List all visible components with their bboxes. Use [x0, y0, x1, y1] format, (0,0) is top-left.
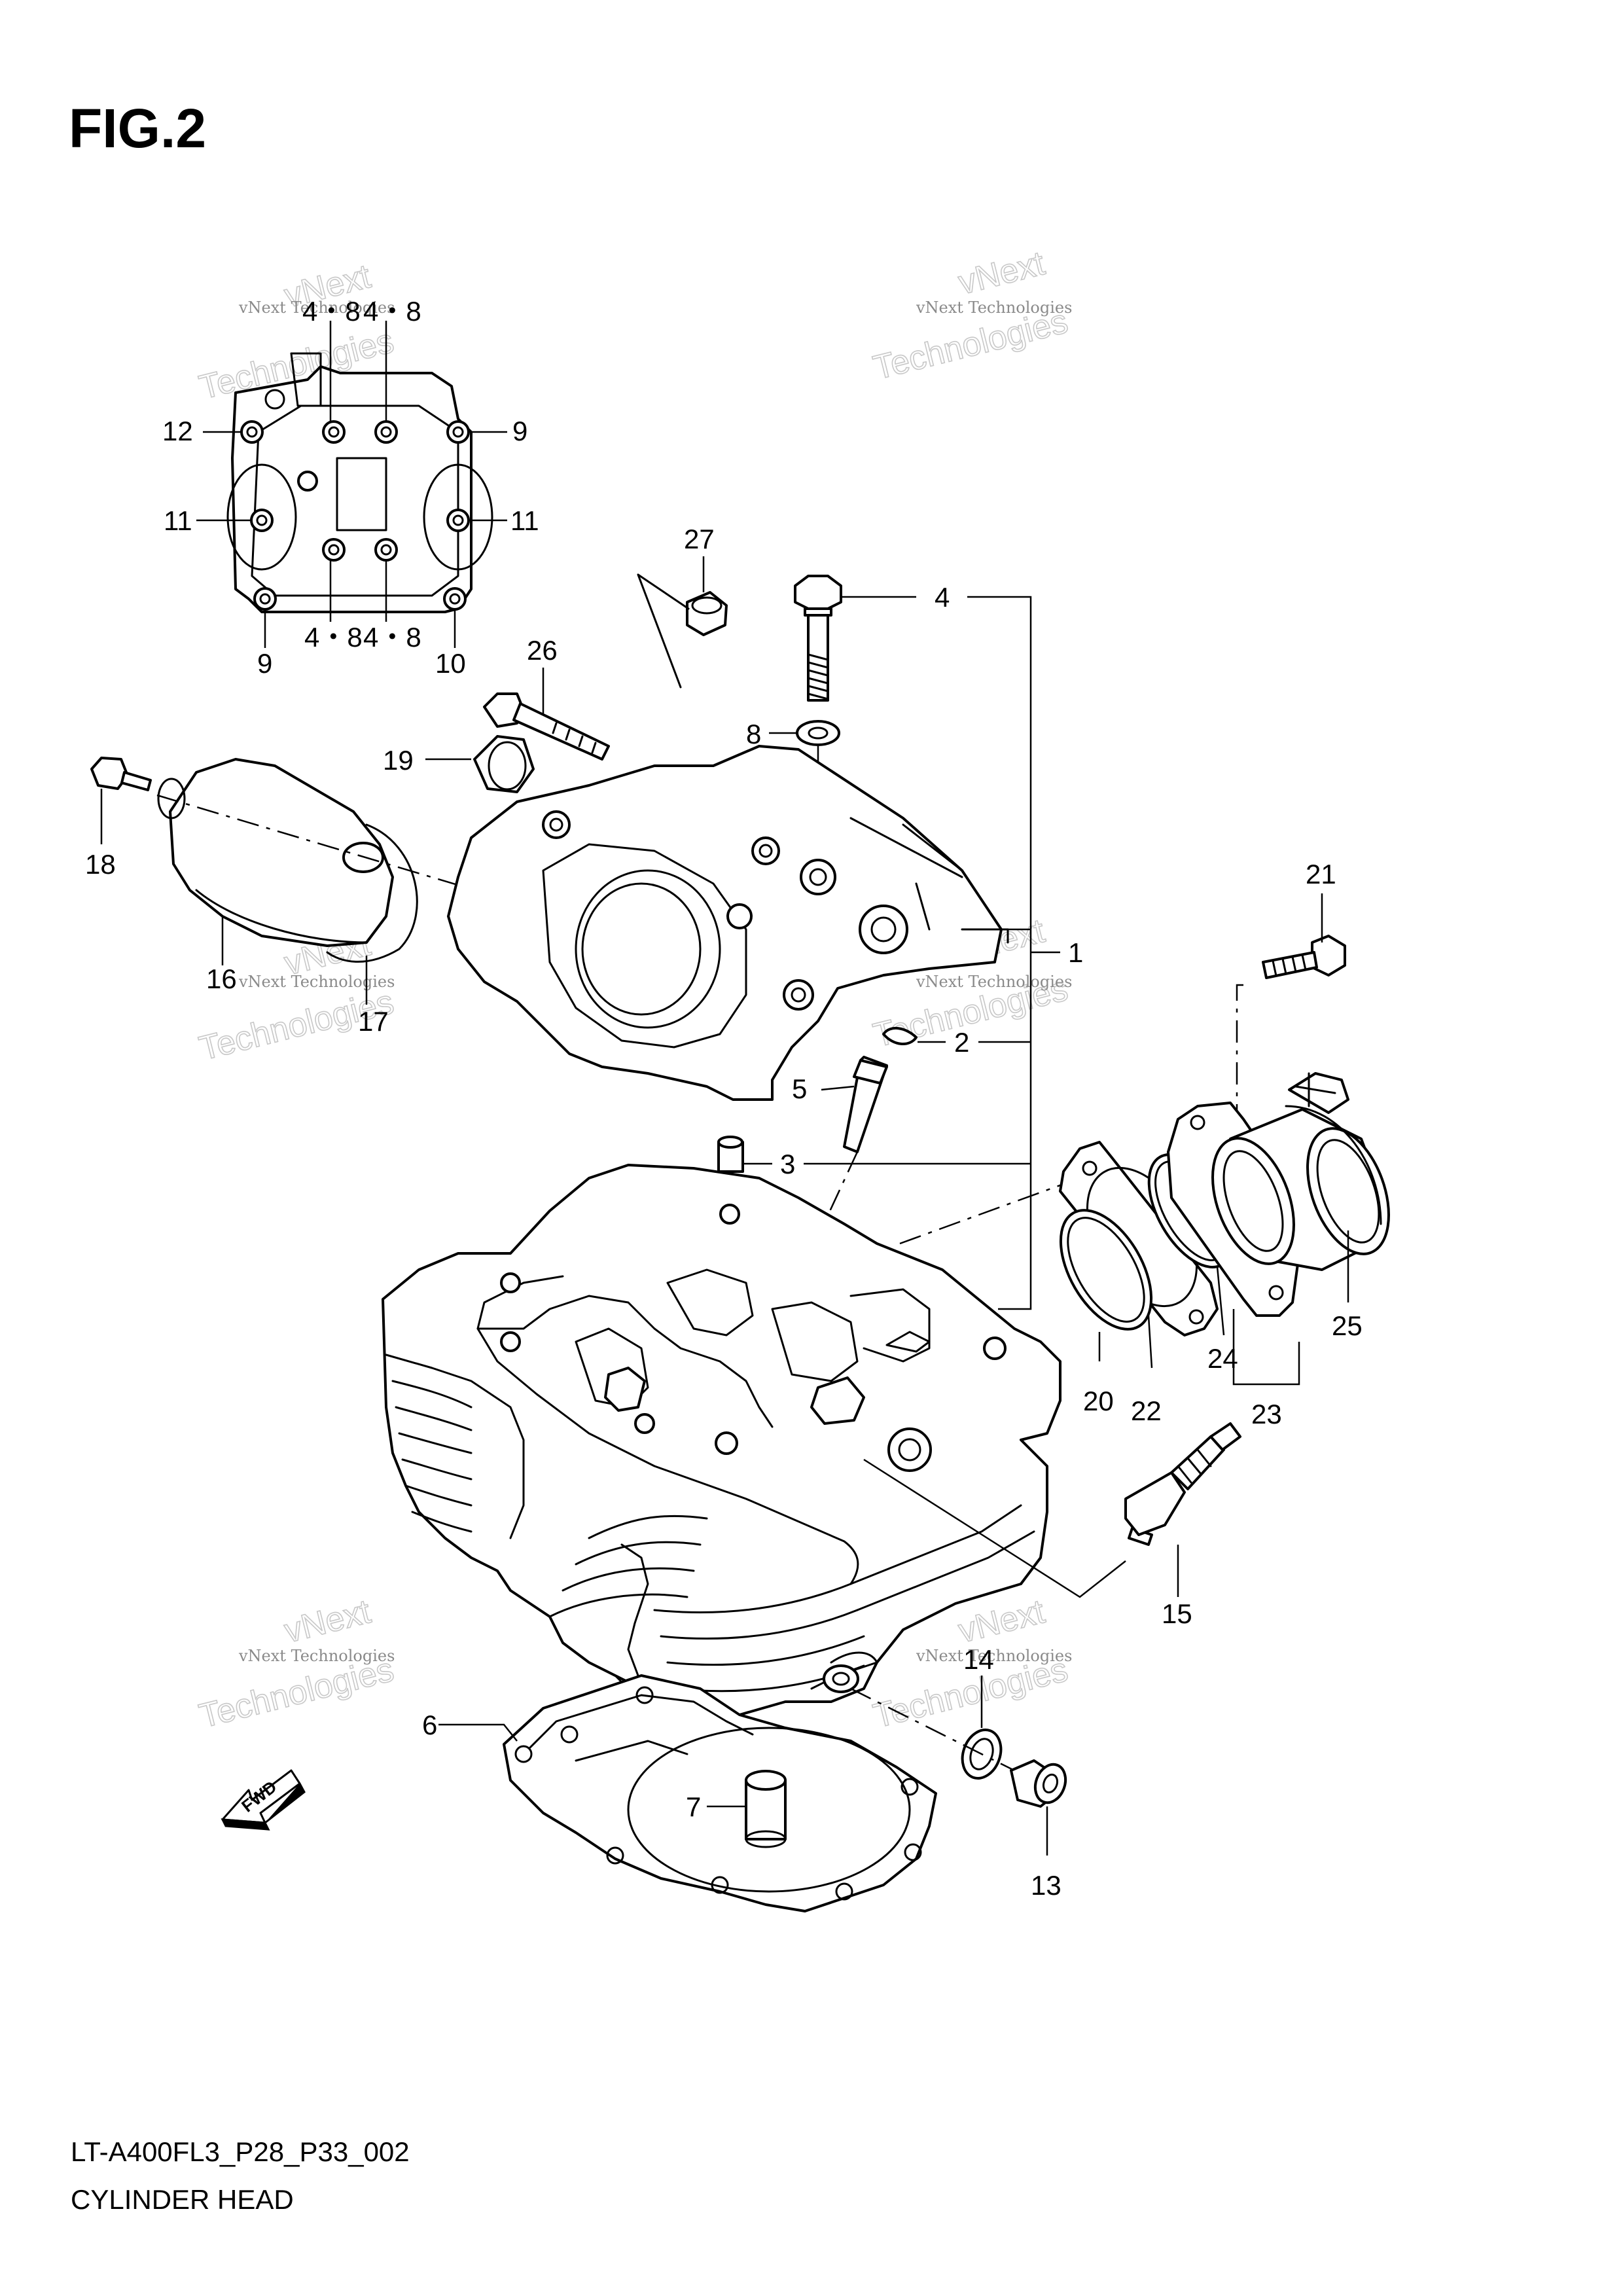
part-8-washer — [769, 720, 840, 746]
callout-11: 11 — [510, 505, 539, 536]
callout-3: 3 — [780, 1149, 795, 1179]
callout-16: 16 — [206, 963, 237, 994]
part-18-bolt — [90, 757, 152, 844]
watermark-small: vNext Technologies — [238, 1647, 395, 1665]
callout-7: 7 — [686, 1791, 701, 1822]
part-5-plug — [821, 1056, 888, 1153]
part-21-bolt — [1262, 893, 1346, 979]
figure-title: FIG.2 — [69, 98, 206, 159]
figure-caption: CYLINDER HEAD — [71, 2184, 294, 2215]
watermark-small: vNext Technologies — [916, 1647, 1072, 1665]
part-16-cover — [157, 758, 394, 965]
centerline-13-14 — [850, 1687, 1048, 1788]
part-15-spark-plug — [1124, 1422, 1241, 1597]
watermark-big: vNext — [281, 1592, 375, 1651]
callout-9: 9 — [257, 648, 272, 679]
part-6-head-gasket — [438, 1674, 937, 1912]
watermark: Technologies vNext vNext Technologies — [869, 243, 1072, 387]
watermark-big: vNext — [955, 1592, 1049, 1651]
callout-21: 21 — [1306, 859, 1336, 889]
callout-10: 10 — [435, 648, 466, 679]
callout-9: 9 — [512, 416, 527, 446]
callout-19: 19 — [383, 745, 414, 776]
callout-4-8: 4・8 — [302, 296, 361, 327]
part-19-seal-cap — [425, 735, 535, 793]
callout-18: 18 — [85, 849, 116, 880]
callout-12: 12 — [162, 416, 193, 446]
callout-4: 4 — [935, 582, 950, 613]
callout-1: 1 — [1068, 937, 1083, 968]
leader-15 — [863, 1458, 1126, 1598]
callout-20: 20 — [1083, 1386, 1114, 1416]
part-3-dowel-pin — [717, 1136, 772, 1173]
part-20-o-ring — [1059, 1209, 1153, 1361]
callout-2: 2 — [954, 1027, 969, 1058]
leader-27 — [637, 573, 690, 689]
callout-23: 23 — [1251, 1399, 1282, 1429]
callout-27: 27 — [684, 524, 715, 554]
part-4-bolt — [794, 575, 916, 702]
part-13-plug — [1010, 1759, 1067, 1856]
watermark-small: vNext Technologies — [238, 973, 395, 991]
watermark-big: vNext — [955, 244, 1049, 302]
callout-4-8: 4・8 — [363, 296, 421, 327]
centerline-21 — [1236, 984, 1243, 1126]
callout-11: 11 — [164, 505, 192, 536]
callout-4-8: 4・8 — [304, 622, 363, 653]
fwd-arrow-icon: FWD — [221, 1769, 306, 1831]
part-26-stud-bolt — [483, 668, 610, 761]
watermark-small: vNext Technologies — [238, 298, 395, 317]
watermark: Technologies vNext vNext Technologies — [195, 1592, 398, 1736]
callout-8: 8 — [746, 719, 761, 749]
watermark-small: vNext Technologies — [916, 973, 1072, 991]
callout-22: 22 — [1131, 1395, 1162, 1426]
part-7-dowel-pin — [707, 1770, 787, 1848]
part-23-intake-pipe — [1167, 1102, 1390, 1386]
callout-13: 13 — [1031, 1870, 1061, 1901]
part-17-gasket — [326, 823, 418, 1005]
part-25-clamp — [1285, 1072, 1382, 1302]
callout-17: 17 — [358, 1006, 389, 1037]
callout-5: 5 — [792, 1073, 807, 1104]
callout-25: 25 — [1332, 1310, 1363, 1341]
callout-14: 14 — [963, 1644, 994, 1675]
cover-bolt-sequence-inset — [196, 321, 507, 648]
watermark-small: vNext Technologies — [916, 298, 1072, 317]
callout-26: 26 — [527, 635, 558, 666]
centerline-intake — [899, 1177, 1080, 1245]
part-2-clip — [882, 1026, 946, 1046]
part-1-cylinder-head-cover — [447, 745, 1031, 1101]
callout-15: 15 — [1162, 1598, 1192, 1629]
callout-4-8: 4・8 — [363, 622, 421, 653]
callout-6: 6 — [422, 1710, 437, 1740]
model-code: LT-A400FL3_P28_P33_002 — [71, 2136, 410, 2167]
cylinder-head — [382, 1164, 1061, 1716]
part-27-nut — [686, 556, 728, 636]
